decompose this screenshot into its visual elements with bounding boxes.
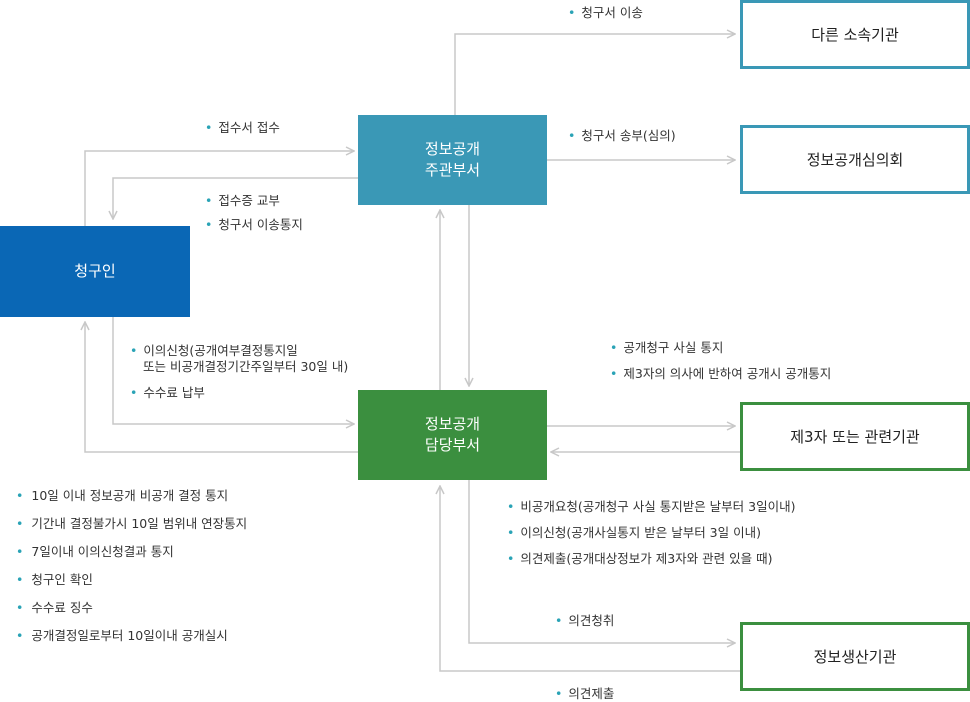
producer-label: 정보생산기관 xyxy=(813,648,897,666)
other-agency-node: 다른 소속기관 xyxy=(740,0,970,69)
bullet-icon: • xyxy=(205,217,213,232)
bullet-icon: • xyxy=(610,340,618,355)
arrow-main-to-requester xyxy=(113,177,358,219)
list-item: •청구인 확인 xyxy=(16,572,93,587)
bullet-icon: • xyxy=(16,600,24,615)
bullet-icon: • xyxy=(507,499,515,514)
label-opinion-hear: •의견청취 xyxy=(555,613,615,628)
label-objection-third-party: •이의신청(공개사실통지 받은 날부터 3일 이내) xyxy=(507,525,761,540)
arrow-handling-to-producer xyxy=(468,480,735,643)
handling-dept-node: 정보공개 담당부서 xyxy=(358,390,547,480)
bullet-icon: • xyxy=(507,525,515,540)
label-bill-transfer: •청구서 이송 xyxy=(568,5,643,20)
third-party-label: 제3자 또는 관련기관 xyxy=(790,428,920,446)
third-party-node: 제3자 또는 관련기관 xyxy=(740,402,970,471)
arrow-requester-to-handling xyxy=(112,317,354,424)
label-fee-pay: •수수료 납부 xyxy=(130,385,205,400)
bullet-icon: • xyxy=(568,5,576,20)
list-item: •10일 이내 정보공개 비공개 결정 통지 xyxy=(16,488,229,503)
main-dept-label-1: 정보공개 xyxy=(424,140,481,158)
bullet-icon: • xyxy=(205,120,213,135)
label-receipt-issue: •접수증 교부 xyxy=(205,193,280,208)
arrow-requester-to-main xyxy=(84,151,354,226)
handling-notes-list: •10일 이내 정보공개 비공개 결정 통지 •기간내 결정불가시 10일 범위… xyxy=(16,482,247,650)
label-opinion-submit-third-party: •의견제출(공개대상정보가 제3자와 관련 있을 때) xyxy=(507,551,773,566)
requester-label: 청구인 xyxy=(74,262,116,280)
bullet-icon: • xyxy=(16,544,24,559)
main-dept-label-2: 주관부서 xyxy=(424,161,481,179)
list-item: •7일이내 이의신청결과 통지 xyxy=(16,544,174,559)
bullet-icon: • xyxy=(568,128,576,143)
label-third-party-notice: •제3자의 의사에 반하여 공개시 공개통지 xyxy=(610,366,832,381)
bullet-icon: • xyxy=(16,572,24,587)
label-objection: •이의신청(공개여부결정통지일 또는 비공개결정기간주일부터 30일 내) xyxy=(130,343,349,374)
bullet-icon: • xyxy=(205,193,213,208)
label-transfer-notice: •청구서 이송통지 xyxy=(205,217,303,232)
label-nondisclosure-request: •비공개요청(공개청구 사실 통지받은 날부터 3일이내) xyxy=(507,499,796,514)
bullet-icon: • xyxy=(610,366,618,381)
committee-node: 정보공개심의회 xyxy=(740,125,970,194)
list-item: •수수료 징수 xyxy=(16,600,93,615)
bullet-icon: • xyxy=(16,628,24,643)
label-bill-send: •청구서 송부(심의) xyxy=(568,128,676,143)
bullet-icon: • xyxy=(16,516,24,531)
handling-dept-label-2: 담당부서 xyxy=(424,436,481,454)
main-dept-node: 정보공개 주관부서 xyxy=(358,115,547,205)
handling-dept-label-1: 정보공개 xyxy=(424,415,481,433)
arrow-producer-to-handling xyxy=(440,486,740,672)
bullet-icon: • xyxy=(555,686,563,701)
arrow-handling-to-requester xyxy=(85,322,358,453)
producer-node: 정보생산기관 xyxy=(740,622,970,691)
bullet-icon: • xyxy=(130,343,138,358)
arrow-main-to-other xyxy=(454,34,735,115)
committee-label: 정보공개심의회 xyxy=(806,151,904,169)
bullet-icon: • xyxy=(130,385,138,400)
list-item: •기간내 결정불가시 10일 범위내 연장통지 xyxy=(16,516,248,531)
list-item: •공개결정일로부터 10일이내 공개실시 xyxy=(16,628,228,643)
label-receipt-accept: •접수서 접수 xyxy=(205,120,280,135)
bullet-icon: • xyxy=(555,613,563,628)
label-public-notice: •공개청구 사실 통지 xyxy=(610,340,724,355)
other-agency-label: 다른 소속기관 xyxy=(811,26,899,44)
label-opinion-submit: •의견제출 xyxy=(555,686,615,701)
bullet-icon: • xyxy=(507,551,515,566)
bullet-icon: • xyxy=(16,488,24,503)
requester-node: 청구인 xyxy=(0,226,190,317)
